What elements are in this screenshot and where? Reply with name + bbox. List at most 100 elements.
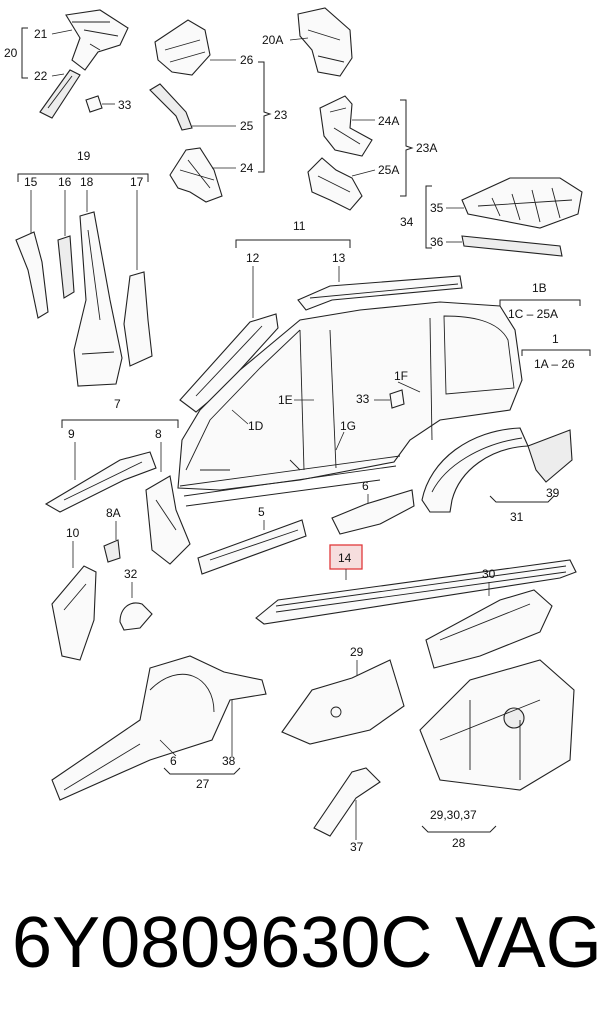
part-12-drawing — [179, 313, 279, 413]
bracket-11 — [235, 239, 351, 248]
bracket-28 — [421, 825, 497, 833]
part-31-drawing — [421, 427, 529, 513]
callout-6-lower: 6 — [170, 754, 177, 768]
part-33-clip-drawing — [85, 95, 103, 113]
brand-text: VAG — [455, 903, 600, 983]
callout-33-mid: 33 — [356, 392, 370, 406]
leader-1F — [397, 381, 421, 393]
callout-8A: 8A — [106, 506, 121, 520]
leader-20A — [289, 37, 309, 41]
part-25A-drawing — [307, 157, 363, 211]
callout-32: 32 — [124, 567, 138, 581]
callout-10: 10 — [66, 526, 80, 540]
leaders-19-group — [30, 190, 138, 270]
part-22-drawing — [39, 69, 81, 119]
part-36-drawing — [461, 235, 563, 257]
callout-13: 13 — [332, 251, 346, 265]
part-24-drawing — [169, 147, 223, 203]
callout-9: 9 — [68, 427, 75, 441]
callout-27: 27 — [196, 777, 210, 791]
leaders-27-group — [159, 700, 233, 757]
callout-14: 14 — [338, 551, 352, 565]
part-27-wheelhouse-drawing — [51, 655, 267, 801]
part-8-drawing — [145, 475, 191, 565]
callout-28: 28 — [452, 836, 466, 850]
bracket-31 — [489, 495, 555, 503]
leaders-11-group — [252, 266, 340, 318]
callout-20: 20 — [4, 46, 18, 60]
callout-39: 39 — [546, 486, 560, 500]
bracket-1 — [521, 349, 591, 356]
callout-1C-25A: 1C – 25A — [508, 307, 558, 321]
callout-16: 16 — [58, 175, 72, 189]
callout-1: 1 — [552, 332, 559, 346]
part-16-drawing — [57, 235, 75, 299]
leaders-7-group — [74, 442, 162, 480]
callout-19: 19 — [77, 149, 91, 163]
callout-23: 23 — [274, 108, 288, 122]
footer-caption: 6Y0809630C VAG — [0, 896, 600, 1016]
callout-30: 30 — [482, 567, 496, 581]
leader-1D — [231, 409, 249, 425]
callout-38: 38 — [222, 754, 236, 768]
part-9-drawing — [44, 451, 157, 513]
part-32-drawing — [119, 602, 153, 631]
part-28-strut-tower-drawing — [419, 659, 575, 791]
bracket-27 — [163, 767, 241, 775]
callout-12: 12 — [246, 251, 260, 265]
part-21-drawing — [65, 9, 129, 71]
callout-11: 11 — [293, 219, 306, 233]
callout-35: 35 — [430, 201, 444, 215]
bracket-34 — [425, 185, 432, 249]
part-37-drawing — [313, 767, 381, 837]
part-24A-drawing — [319, 95, 373, 157]
callout-8: 8 — [155, 427, 162, 441]
part-18-drawing — [73, 211, 123, 387]
callout-29: 29 — [350, 645, 364, 659]
part-14-sill-drawing[interactable] — [255, 559, 577, 625]
leader-25A — [351, 169, 376, 177]
callout-24: 24 — [240, 161, 254, 175]
part-15-drawing — [15, 231, 49, 319]
leader-21 — [51, 29, 73, 35]
part-30-drawing — [425, 589, 553, 669]
callout-24A: 24A — [378, 114, 399, 128]
part-35-drawing — [461, 177, 583, 229]
part-10-drawing — [51, 565, 97, 661]
callout-1G: 1G — [340, 419, 356, 433]
callout-22: 22 — [34, 69, 48, 83]
part-8A-drawing — [103, 539, 121, 563]
bracket-19 — [17, 173, 149, 182]
callout-1D: 1D — [248, 419, 264, 433]
callout-25: 25 — [240, 119, 254, 133]
body-side-parts-diagram: 20 21 22 33 26 25 24 23 20A 24A 25A 23A — [4, 7, 591, 854]
part-29-drawing — [281, 659, 405, 745]
part-17-drawing — [123, 271, 153, 367]
part-13-drawing — [297, 275, 463, 311]
bracket-20 — [21, 27, 28, 79]
callout-17: 17 — [130, 175, 144, 189]
callout-25A: 25A — [378, 163, 399, 177]
part-26-drawing — [154, 19, 211, 76]
callout-5: 5 — [258, 505, 265, 519]
callout-1E: 1E — [278, 393, 293, 407]
part-number-text: 6Y0809630C — [12, 903, 433, 983]
bracket-23 — [258, 61, 272, 173]
leader-1G — [335, 431, 345, 451]
callout-7: 7 — [114, 397, 121, 411]
part-39-drawing — [527, 429, 573, 483]
callout-36: 36 — [430, 235, 444, 249]
bracket-7 — [61, 419, 179, 428]
part-20A-drawing — [297, 7, 353, 77]
part-25-drawing — [149, 83, 193, 131]
callout-26: 26 — [240, 53, 254, 67]
callout-34: 34 — [400, 215, 414, 229]
callout-1A-26: 1A – 26 — [534, 357, 575, 371]
callout-1B: 1B — [532, 281, 547, 295]
part-33-mid-drawing — [389, 389, 405, 409]
callout-20A: 20A — [262, 33, 283, 47]
bracket-1B — [499, 299, 581, 306]
callout-18: 18 — [80, 175, 94, 189]
callout-31: 31 — [510, 510, 524, 524]
body-side-panel-drawing — [177, 301, 523, 507]
